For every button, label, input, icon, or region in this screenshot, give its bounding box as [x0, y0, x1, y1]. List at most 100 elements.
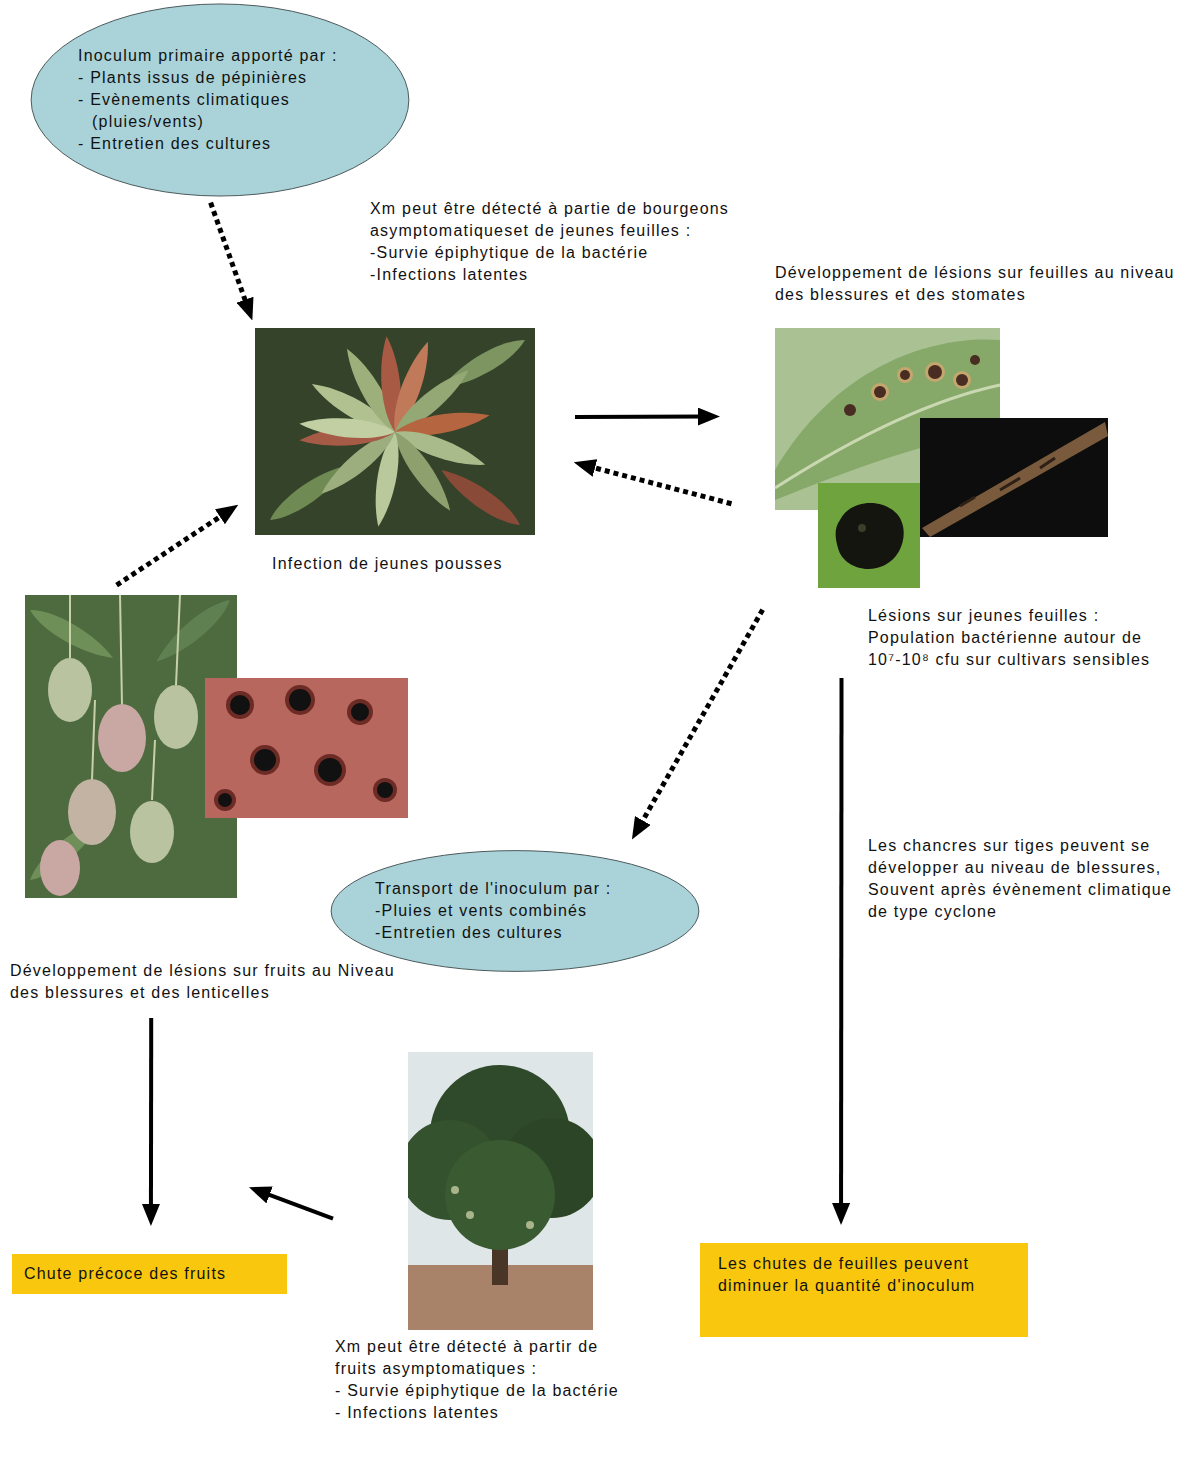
node-text: - Evènements climatiques (pluies/vents)	[78, 89, 370, 133]
node-text: Développement de lésions sur fruits au N…	[10, 960, 405, 1004]
text-group: Développement de lésions sur fruits au N…	[10, 960, 405, 1004]
fruit-lesion-photo	[205, 678, 408, 818]
solid-arrow	[839, 678, 843, 1211]
young-shoots-photo	[255, 328, 535, 535]
lesion-spot	[956, 374, 968, 386]
lesion-spot	[970, 355, 980, 365]
node-text: - Entretien des cultures	[78, 133, 370, 155]
outcome-box: Les chutes de feuilles peuvent diminuer …	[700, 1243, 1028, 1337]
lesion-ring	[226, 691, 254, 719]
lesion-halo	[925, 362, 945, 382]
solid-arrow	[149, 1018, 153, 1212]
text-group: Lésions sur jeunes feuilles : Population…	[868, 605, 1168, 671]
text-group: Développement de lésions sur feuilles au…	[775, 262, 1187, 306]
stem-canker-photo	[920, 418, 1108, 537]
lesion-halo	[953, 371, 971, 389]
solid-arrow	[575, 415, 706, 419]
node-text: Transport de l'inoculum par :	[375, 878, 660, 900]
photo-panel: Développement de lésions sur feuilles au…	[775, 328, 1108, 588]
node-text: Xm peut être détecté à partie de bourgeo…	[370, 198, 810, 242]
node-text: - Infections latentes	[335, 1402, 635, 1424]
text-holder: Chute précoce des fruits	[12, 1254, 287, 1294]
node-text: Chute précoce des fruits	[24, 1263, 275, 1285]
node-text: Xm peut être détecté à partir de fruits …	[335, 1336, 635, 1380]
ellipse-shape	[331, 851, 699, 972]
mango-tree-photo	[408, 1052, 593, 1330]
lesion-ring	[347, 699, 373, 725]
lesion-spot	[928, 365, 942, 379]
node-text: Inoculum primaire apporté par :	[78, 45, 370, 67]
lesion-ring	[373, 778, 397, 802]
mango-fruit	[98, 704, 146, 772]
node-text: -Pluies et vents combinés	[375, 900, 660, 922]
canopy	[445, 1140, 555, 1250]
lesion-spot	[318, 758, 342, 782]
lesion-blob	[836, 503, 904, 569]
lesion-spot	[900, 370, 910, 380]
text-group: Xm peut être détecté à partir de fruits …	[335, 1336, 635, 1424]
node-text: Les chutes de feuilles peuvent diminuer …	[718, 1253, 988, 1297]
node-text: -Survie épiphytique de la bactérie	[370, 242, 810, 264]
dotted-arrow	[117, 512, 227, 585]
node-text: -Infections latentes	[370, 264, 810, 286]
photo-panel: Xm peut être détecté à partir de fruits …	[408, 1052, 593, 1330]
node-text: Infection de jeunes pousses	[272, 553, 572, 575]
dotted-arrow	[211, 203, 248, 308]
photo-panel: Xm peut être détecté à partie de bourgeo…	[255, 328, 535, 535]
leaf-shape	[299, 414, 396, 441]
lesion-spot	[351, 703, 369, 721]
text-holder: Les chutes de feuilles peuvent diminuer …	[700, 1243, 1028, 1337]
photo-panel: Développement de lésions sur fruits au N…	[25, 595, 408, 898]
photo-ground	[255, 328, 535, 535]
photo-ground	[818, 483, 920, 588]
lesion-spot	[874, 386, 886, 398]
hanging-fruit	[451, 1186, 459, 1194]
lesion-ring	[214, 789, 236, 811]
leaf-shape	[387, 427, 457, 516]
dotted-arrow	[639, 610, 763, 828]
node-text: Développement de lésions sur feuilles au…	[775, 262, 1187, 306]
lesion-ring	[250, 745, 280, 775]
lesion-spot	[254, 749, 276, 771]
lesion-spot	[844, 404, 856, 416]
lesion-spot	[858, 524, 866, 532]
mango-fruit	[130, 801, 174, 863]
ellipse-shape	[31, 4, 409, 196]
lesion-ring	[314, 754, 346, 786]
lesion-halo	[897, 367, 913, 383]
node-text: - Plants issus de pépinières	[78, 67, 370, 89]
lesion-spot	[289, 689, 311, 711]
branch	[922, 422, 1108, 537]
edge-label: Les chancres sur tiges peuvent se dévelo…	[868, 835, 1186, 923]
lesion-halo	[871, 383, 889, 401]
leaf-shape	[150, 595, 236, 669]
inoculum-ellipse: Inoculum primaire apporté par :- Plants …	[30, 3, 410, 197]
canker-crack	[960, 458, 1055, 506]
text-group: Infection de jeunes pousses	[272, 553, 572, 575]
leaf-shape	[436, 462, 525, 532]
mango-fruit	[154, 685, 198, 749]
dotted-arrow	[587, 466, 731, 504]
node-text: Lésions sur jeunes feuilles : Population…	[868, 605, 1168, 671]
mango-fruit	[48, 658, 92, 722]
hanging-fruit	[526, 1221, 534, 1229]
outcome-box: Chute précoce des fruits	[12, 1254, 287, 1294]
solid-arrow	[262, 1192, 333, 1218]
text-holder: Inoculum primaire apporté par :- Plants …	[30, 3, 410, 197]
node-text: - Survie épiphytique de la bactérie	[335, 1380, 635, 1402]
lesion-closeup-photo	[818, 483, 920, 588]
lesion-spot	[377, 782, 393, 798]
hanging-fruit	[466, 1211, 474, 1219]
lesion-spot	[218, 793, 232, 807]
photo-ground	[205, 678, 408, 818]
mango-fruit	[68, 779, 116, 845]
lesion-spot	[230, 695, 250, 715]
text-group: Xm peut être détecté à partie de bourgeo…	[370, 198, 810, 286]
transport-ellipse: Transport de l'inoculum par :-Pluies et …	[330, 850, 700, 972]
photo-ground	[920, 418, 1108, 537]
node-text: -Entretien des cultures	[375, 922, 660, 944]
text-holder: Transport de l'inoculum par :-Pluies et …	[330, 850, 700, 972]
lesion-ring	[285, 685, 315, 715]
mango-fruit	[40, 840, 80, 896]
